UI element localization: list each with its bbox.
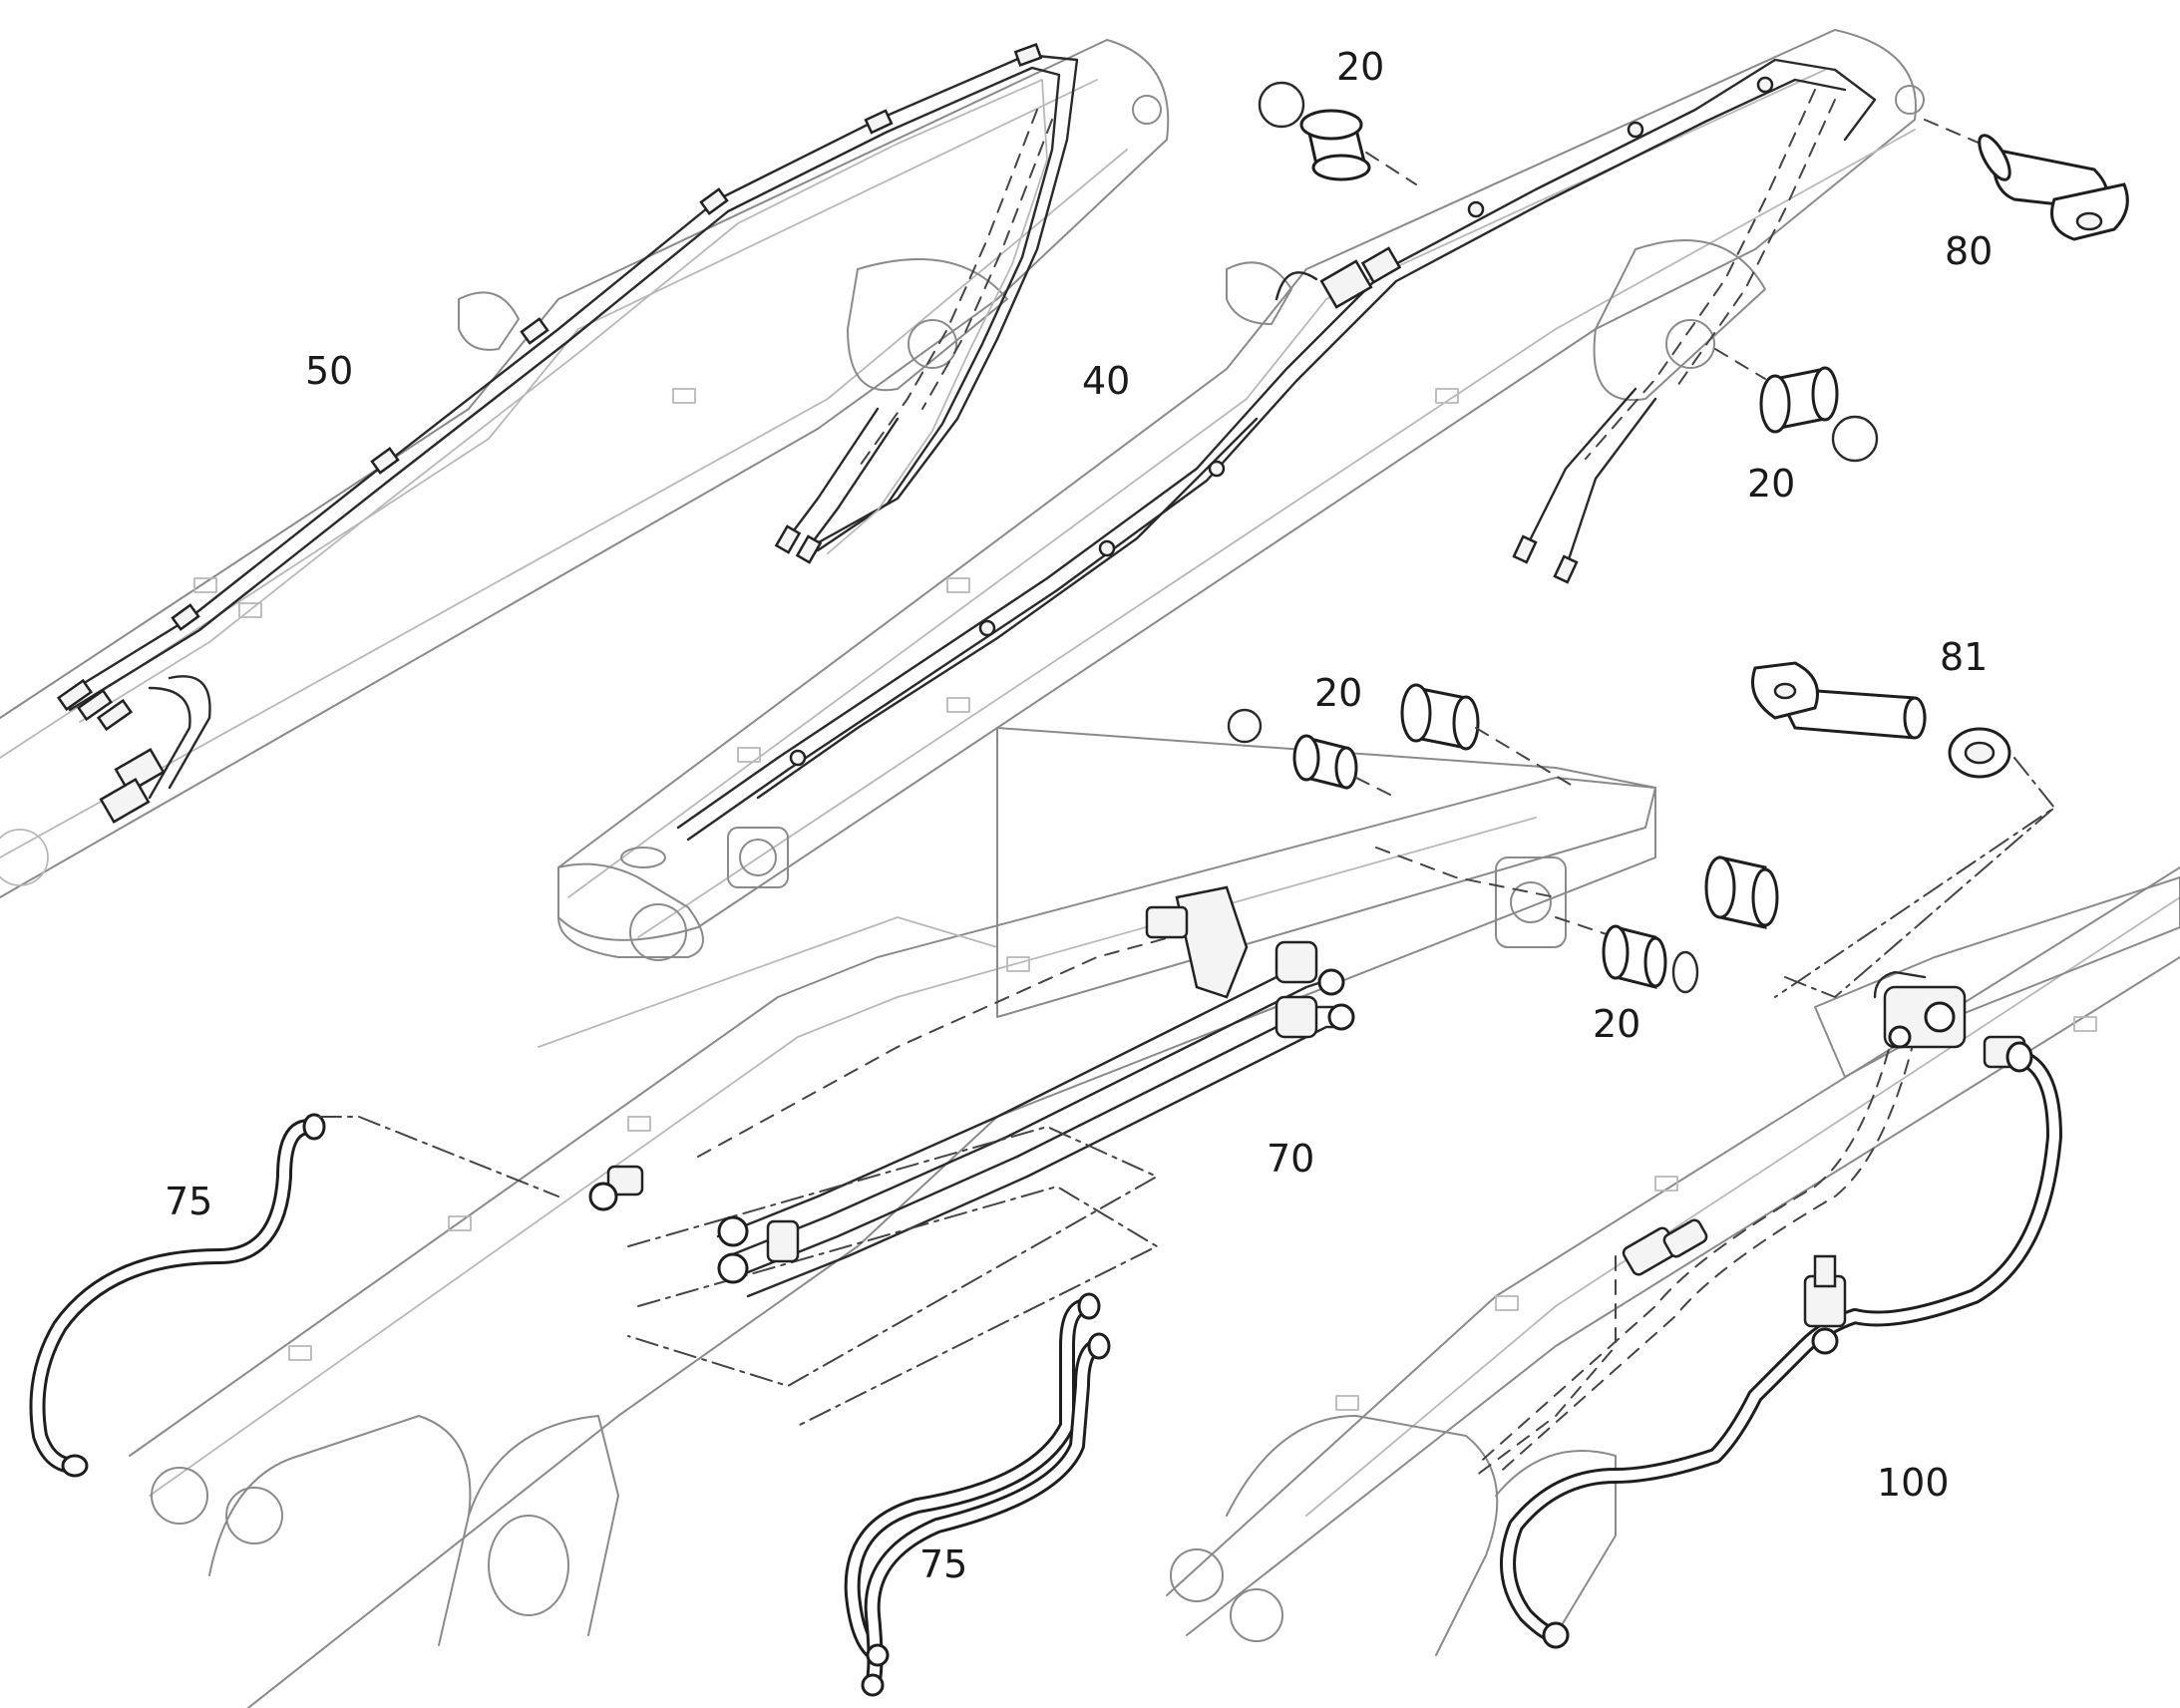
valve-block: [1873, 970, 2026, 1069]
bushing-20-top: [1258, 81, 1417, 185]
pin-81: [1751, 661, 2055, 998]
callout-40: 40: [1082, 359, 1130, 403]
hose-75-center: [844, 1292, 1111, 1697]
callout-20-top: 20: [1336, 45, 1384, 89]
callout-20-arm-top: 20: [1314, 671, 1362, 715]
hose-clamp: [171, 43, 1043, 631]
line-fittings: [588, 940, 1355, 1284]
bushing-20-arm-top: [1227, 683, 1577, 799]
boom-assembly-upper-left: [0, 39, 1170, 898]
hose-fittings: [56, 675, 211, 824]
callout-50: 50: [305, 349, 353, 393]
callout-75-left: 75: [165, 1180, 212, 1223]
hose-75-left: [29, 1113, 559, 1478]
harness-clips: [789, 76, 1774, 767]
boom-clevis: [557, 827, 789, 961]
swivel-fittings: [1622, 1218, 1708, 1276]
callout-80: 80: [1945, 229, 1993, 273]
hose-clamp-bracket: [1803, 1254, 1847, 1355]
callout-81: 81: [1940, 635, 1988, 679]
arm-assembly-lower-right: [1166, 807, 2180, 1656]
bushing-20-right: [1714, 348, 1879, 463]
bushing-20-arm: [1375, 847, 1779, 994]
pin-80: [1924, 119, 2129, 241]
valve-bracket: [1145, 885, 1249, 999]
arm-assembly-middle: [129, 727, 1656, 1708]
callout-20-arm: 20: [1593, 1002, 1640, 1046]
harness-connector: [1274, 246, 1402, 309]
callout-20-right: 20: [1747, 462, 1795, 506]
callout-labels: 20 80 50 40 20 81 20 20 70 75 75 100: [165, 45, 1993, 1586]
callout-75-center: 75: [919, 1542, 967, 1586]
boom-assembly-center: [557, 29, 1925, 961]
callout-70: 70: [1267, 1137, 1314, 1181]
callout-100: 100: [1877, 1461, 1950, 1505]
